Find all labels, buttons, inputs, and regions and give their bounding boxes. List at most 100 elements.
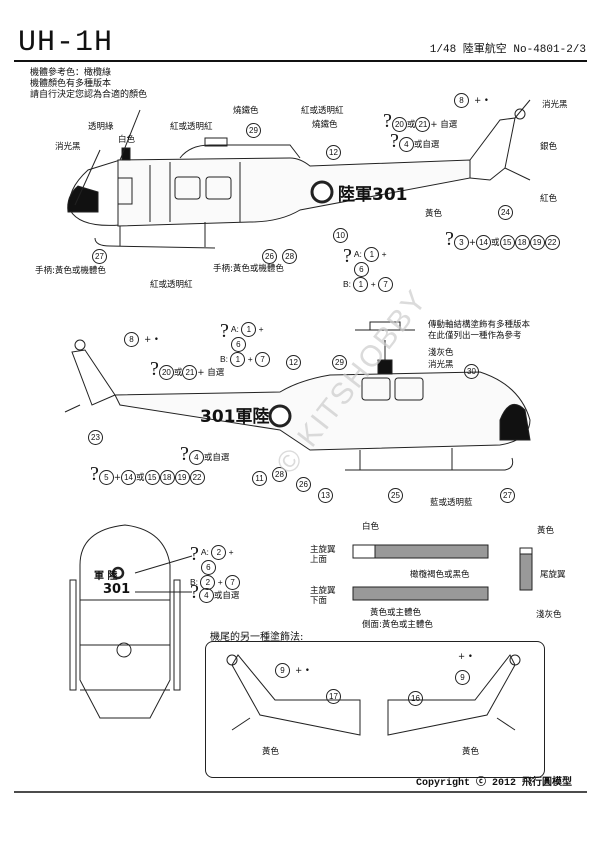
callout-28: 28 [272,467,287,482]
label-yellow-or-body: 黃色或主體色 [370,608,422,618]
front-serial-num: 301 [103,582,131,597]
label-tail-rotor: 尾旋翼 [540,570,566,580]
label-red-or-clear-red-2: 紅或透明紅 [301,106,344,116]
label-matte-black: 消光黑 [428,360,454,370]
callout-20: 20 [391,117,407,132]
callout-17: 17 [326,689,341,704]
question-icon: ? [383,110,392,132]
label-handle-mid: 手柄:黃色或機體色 [213,264,284,274]
label-light-gray: 淺灰色 [428,348,454,358]
option-a-label: A: [353,249,362,259]
decal-suffix: + • [474,96,489,106]
callout-12: 12 [326,145,341,160]
callout-7: 7 [255,352,271,367]
label-olive-or-black: 橄欖褐色或黑色 [410,570,470,580]
main-bottom-line: 下面 [310,596,328,606]
option-a-label: A: [200,547,209,557]
label-burnt-iron: 燒鐵色 [233,106,259,116]
optional-text: + 自選 [197,368,225,378]
helicopter-front-view [69,524,193,719]
rotor-note-line: 在此僅列出一種作為參考 [428,331,522,341]
decal-suffix: + • [295,666,310,676]
callout-12: 12 [286,355,301,370]
decal-suffix-right: + • [458,652,473,662]
question-icon: ? [220,320,229,342]
label-clear-green: 透明綠 [88,122,114,132]
callout-3: 3 [453,235,469,250]
callout-24: 24 [498,205,513,220]
callout-29: 29 [332,355,347,370]
callout-15: 15 [499,235,515,250]
label-red-or-clear-red: 紅或透明紅 [170,122,213,132]
optional-text: 或自選 [413,140,440,150]
callout-6: 6 [230,337,246,352]
main-top-line: 上面 [310,555,328,565]
label-yellow-right: 黃色 [462,747,480,757]
callout-27: 27 [92,249,107,264]
callout-18: 18 [514,235,530,250]
callout-30: 30 [464,364,479,379]
label-side-yellow: 側面:黃色或主體色 [362,620,433,630]
label-main-bottom: 主旋翼下面 [310,586,336,606]
callout-13: 13 [318,488,333,503]
option-ab-left: ? A: 1 + 6 B: 1 + 7 [343,245,394,292]
label-main-top: 主旋翼上面 [310,545,336,565]
alt-tail-left [226,654,361,736]
callout-4: 4 [398,137,414,152]
copyright: Copyright ⓒ 2012 飛行圓模型 [415,778,572,789]
callout-4: 4 [188,450,204,465]
callout-1: 1 [241,322,257,337]
callout-20: 20 [158,365,174,380]
or-text: 或 [491,238,500,248]
callout-28: 28 [282,249,298,264]
callout-22: 22 [544,235,560,250]
label-matte-black-nose: 消光黑 [55,142,81,152]
callout-14: 14 [476,235,492,250]
question-icon: ? [445,228,454,250]
decal-suffix: + • [144,335,159,345]
callout-21: 21 [415,117,431,132]
optional-text: 或自選 [203,453,230,463]
helicopter-right-view [64,321,531,471]
label-red-or-clear-red-bottom: 紅或透明紅 [150,280,193,290]
callout-8: 8 [124,332,139,347]
callout-19: 19 [529,235,545,250]
question-icon: ? [343,245,352,267]
callout-7: 7 [378,277,394,292]
callout-16: 16 [408,691,423,706]
alt-tail-right [387,654,521,736]
label-yellow-left: 黃色 [262,747,280,757]
optional-text: 或自選 [213,591,240,601]
rotor-note-line: 傳動軸結構塗飾有多種版本 [428,320,531,330]
alt-tail-box [205,641,545,778]
label-yellow: 黃色 [425,209,443,219]
front-serial-top: 軍 陸 [94,571,118,582]
question-icon: ? [150,358,159,380]
callout-26: 26 [296,477,311,492]
serial-right: 301軍陸 [200,407,270,427]
callout-25: 25 [388,488,403,503]
callout-21: 21 [182,365,198,380]
label-tail-yellow: 黃色 [537,526,555,536]
helicopter-left-view [67,99,531,249]
question-icon: ? [190,581,199,603]
option-b-label: B: [190,577,199,587]
question-icon: ? [390,130,399,152]
callout-9: 9 [275,663,290,678]
option-ab-right: ? A: 1 + 6 B: 1 + 7 [220,320,271,367]
label-silver: 銀色 [540,142,558,152]
callout-23: 23 [88,430,103,445]
callout-10: 10 [333,228,348,243]
header-rule [14,60,587,62]
question-icon: ? [90,463,99,485]
serial-left: 陸軍301 [338,185,408,205]
nose-black [499,403,531,441]
label-white: 白色 [118,135,136,145]
main-bottom-line: 主旋翼 [310,586,336,596]
option-ab-front: ? A: 2 + 6 B: 2 + 7 [190,544,241,590]
callout-4: 4 [198,588,214,603]
callout-1: 1 [353,277,369,292]
